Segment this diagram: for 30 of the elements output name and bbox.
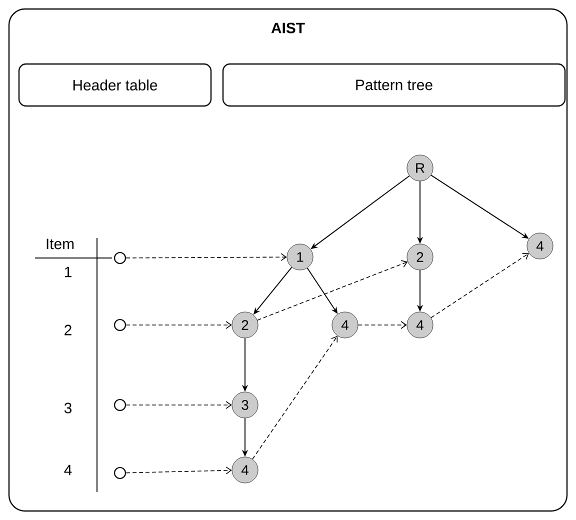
arrow [252,336,338,460]
title: AIST [271,22,305,34]
pointer-circle [114,466,126,480]
tree-node: 4 [526,232,554,260]
tree-node: 4 [406,312,434,338]
item-number: 2 [64,324,72,336]
section-box: Pattern tree [222,63,566,107]
arrow [430,253,529,318]
arrow [126,321,232,329]
frame-box [8,8,568,512]
pointer-circle [114,318,126,332]
tree-node: 4 [232,456,258,484]
section-box: Header table [18,63,212,107]
tree-node: 2 [406,244,434,270]
arrow [126,401,232,409]
tree-node: R [406,154,434,182]
tree-node: 1 [286,244,314,270]
arrow [126,466,232,474]
pointer-circle [114,398,126,412]
arrow [358,321,407,329]
tree-node: 2 [232,312,258,338]
item-number: 3 [64,402,72,414]
tree-node: 3 [232,392,258,418]
item-number: 4 [64,464,72,476]
arrow [256,260,408,321]
item-number: 1 [65,266,72,278]
tree-node: 4 [332,312,358,338]
column-header: Item [46,238,74,250]
arrow [126,253,287,261]
pointer-circle [114,252,126,264]
